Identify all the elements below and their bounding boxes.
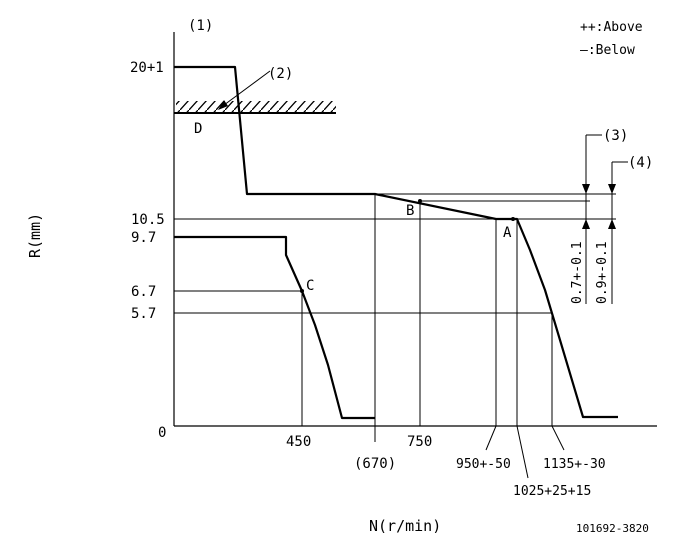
y-axis-label: R(mm) <box>26 213 44 258</box>
leader-1135 <box>551 425 565 451</box>
x-tick-450: 450 <box>286 434 311 450</box>
y-tick-9-7: 9.7 <box>131 230 156 246</box>
x-tick-670: (670) <box>354 456 396 472</box>
dim-4-arrow-bottom <box>608 219 616 229</box>
point-c-dot <box>300 289 304 293</box>
dim-3-arrow-bottom <box>582 219 590 229</box>
leader-1025 <box>516 425 529 479</box>
leader-2-arrow <box>218 100 228 110</box>
point-b-label: B <box>406 203 414 219</box>
leader-2 <box>219 70 271 109</box>
x-tick-750: 750 <box>407 434 432 450</box>
y-tick-5-7: 5.7 <box>131 306 156 322</box>
ref-2-label: (2) <box>268 66 293 82</box>
x-tick-1135: 1135+-30 <box>543 457 606 472</box>
full-load-curve <box>174 65 618 419</box>
legend-below: —:Below <box>580 43 635 58</box>
point-d-label: D <box>194 121 202 137</box>
y-tick-6-7: 6.7 <box>131 284 156 300</box>
dim-3-label: 0.7+-0.1 <box>570 241 585 304</box>
x-axis-label: N(r/min) <box>369 517 441 535</box>
point-b-dot <box>418 199 422 203</box>
ref-4-label: (4) <box>628 155 653 171</box>
x-tick-1025: 1025+25+15 <box>513 484 591 499</box>
point-c-label: C <box>306 278 314 294</box>
dim-3-arrow-top <box>582 184 590 194</box>
point-a-dot <box>511 217 515 221</box>
ref-3-label: (3) <box>603 128 628 144</box>
x-tick-950: 950+-50 <box>456 457 511 472</box>
legend-above: ++:Above <box>580 20 643 35</box>
ref-1-label: (1) <box>188 18 213 34</box>
drawing-number: 101692-3820 <box>576 522 649 535</box>
dim-4-arrow-top <box>608 184 616 194</box>
y-tick-20: 20+1 <box>130 60 164 76</box>
point-a-label: A <box>503 225 512 241</box>
idle-curve <box>174 235 375 420</box>
y-tick-10-5: 10.5 <box>131 212 165 228</box>
dim-4-label: 0.9+-0.1 <box>595 241 610 304</box>
y-tick-0: 0 <box>158 425 166 441</box>
leader-950 <box>485 425 497 451</box>
stopper-hatch <box>176 101 336 113</box>
